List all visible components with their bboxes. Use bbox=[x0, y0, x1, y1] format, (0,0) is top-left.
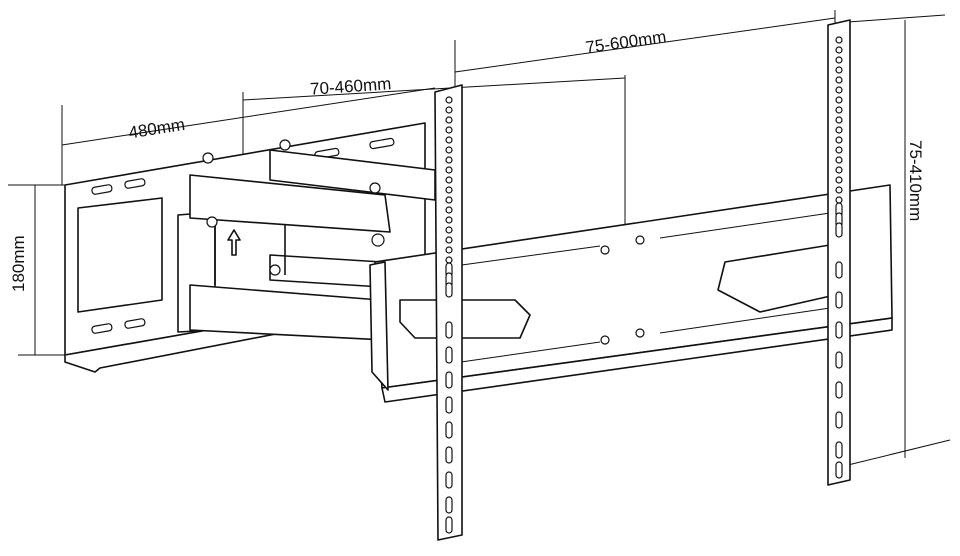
mounting-slot bbox=[835, 441, 843, 459]
mounting-hole bbox=[445, 196, 453, 204]
mounting-hole bbox=[445, 116, 453, 124]
mounting-slot bbox=[445, 346, 453, 364]
mounting-slot bbox=[445, 321, 453, 339]
mounting-slot bbox=[445, 496, 453, 514]
mounting-hole bbox=[445, 282, 453, 298]
mounting-hole bbox=[835, 46, 843, 54]
mounting-hole bbox=[835, 56, 843, 64]
mounting-hole bbox=[835, 166, 843, 174]
mounting-slot bbox=[445, 471, 453, 489]
mounting-hole bbox=[445, 136, 453, 144]
mounting-hole bbox=[835, 186, 843, 194]
mounting-hole bbox=[445, 146, 453, 154]
mounting-hole bbox=[445, 246, 453, 254]
wall-plate-height-label: 180mm bbox=[9, 235, 28, 292]
vesa-width-label: 75-600mm bbox=[584, 27, 667, 57]
mounting-hole bbox=[445, 176, 453, 184]
mounting-slot bbox=[835, 411, 843, 429]
up-arrow-icon bbox=[227, 229, 241, 256]
tv-rail bbox=[369, 184, 893, 403]
arm-distance-label: 70-460mm bbox=[309, 74, 391, 99]
mounting-hole bbox=[445, 206, 453, 214]
mounting-hole bbox=[445, 256, 453, 264]
mounting-hole bbox=[445, 96, 453, 104]
mounting-slot bbox=[445, 446, 453, 464]
mounting-slot bbox=[835, 321, 843, 339]
left-vertical-bracket bbox=[434, 84, 463, 541]
mounting-hole bbox=[445, 226, 453, 234]
mounting-hole bbox=[445, 126, 453, 134]
mounting-hole bbox=[835, 126, 843, 134]
mounting-slot bbox=[445, 396, 453, 414]
mounting-hole bbox=[835, 146, 843, 154]
mounting-hole bbox=[835, 86, 843, 94]
mounting-hole bbox=[835, 106, 843, 114]
mounting-hole bbox=[445, 106, 453, 114]
extension-label: 480mm bbox=[127, 115, 186, 143]
mounting-hole bbox=[835, 136, 843, 144]
mounting-hole bbox=[835, 222, 843, 238]
mounting-hole bbox=[445, 186, 453, 194]
vesa-height-label: 75-410mm bbox=[906, 140, 925, 221]
mounting-hole bbox=[835, 196, 843, 204]
swing-arms bbox=[177, 139, 436, 341]
dimension-lines bbox=[8, 10, 951, 466]
right-vertical-bracket bbox=[827, 19, 851, 486]
mounting-slot bbox=[445, 516, 453, 534]
mounting-hole bbox=[835, 66, 843, 74]
mounting-hole bbox=[835, 116, 843, 124]
mounting-hole bbox=[445, 216, 453, 224]
mounting-hole bbox=[835, 36, 843, 44]
mounting-slot bbox=[835, 381, 843, 399]
mounting-slot bbox=[445, 421, 453, 439]
mounting-hole bbox=[445, 156, 453, 164]
mounting-hole bbox=[835, 96, 843, 104]
mounting-slot bbox=[835, 291, 843, 309]
mounting-slot bbox=[835, 461, 843, 479]
mounting-hole bbox=[445, 166, 453, 174]
mounting-slot bbox=[835, 351, 843, 369]
mounting-hole bbox=[835, 176, 843, 184]
mounting-slot bbox=[835, 261, 843, 279]
mounting-hole bbox=[835, 156, 843, 164]
mounting-hole bbox=[445, 236, 453, 244]
mounting-slot bbox=[445, 371, 453, 389]
mounting-hole bbox=[835, 76, 843, 84]
